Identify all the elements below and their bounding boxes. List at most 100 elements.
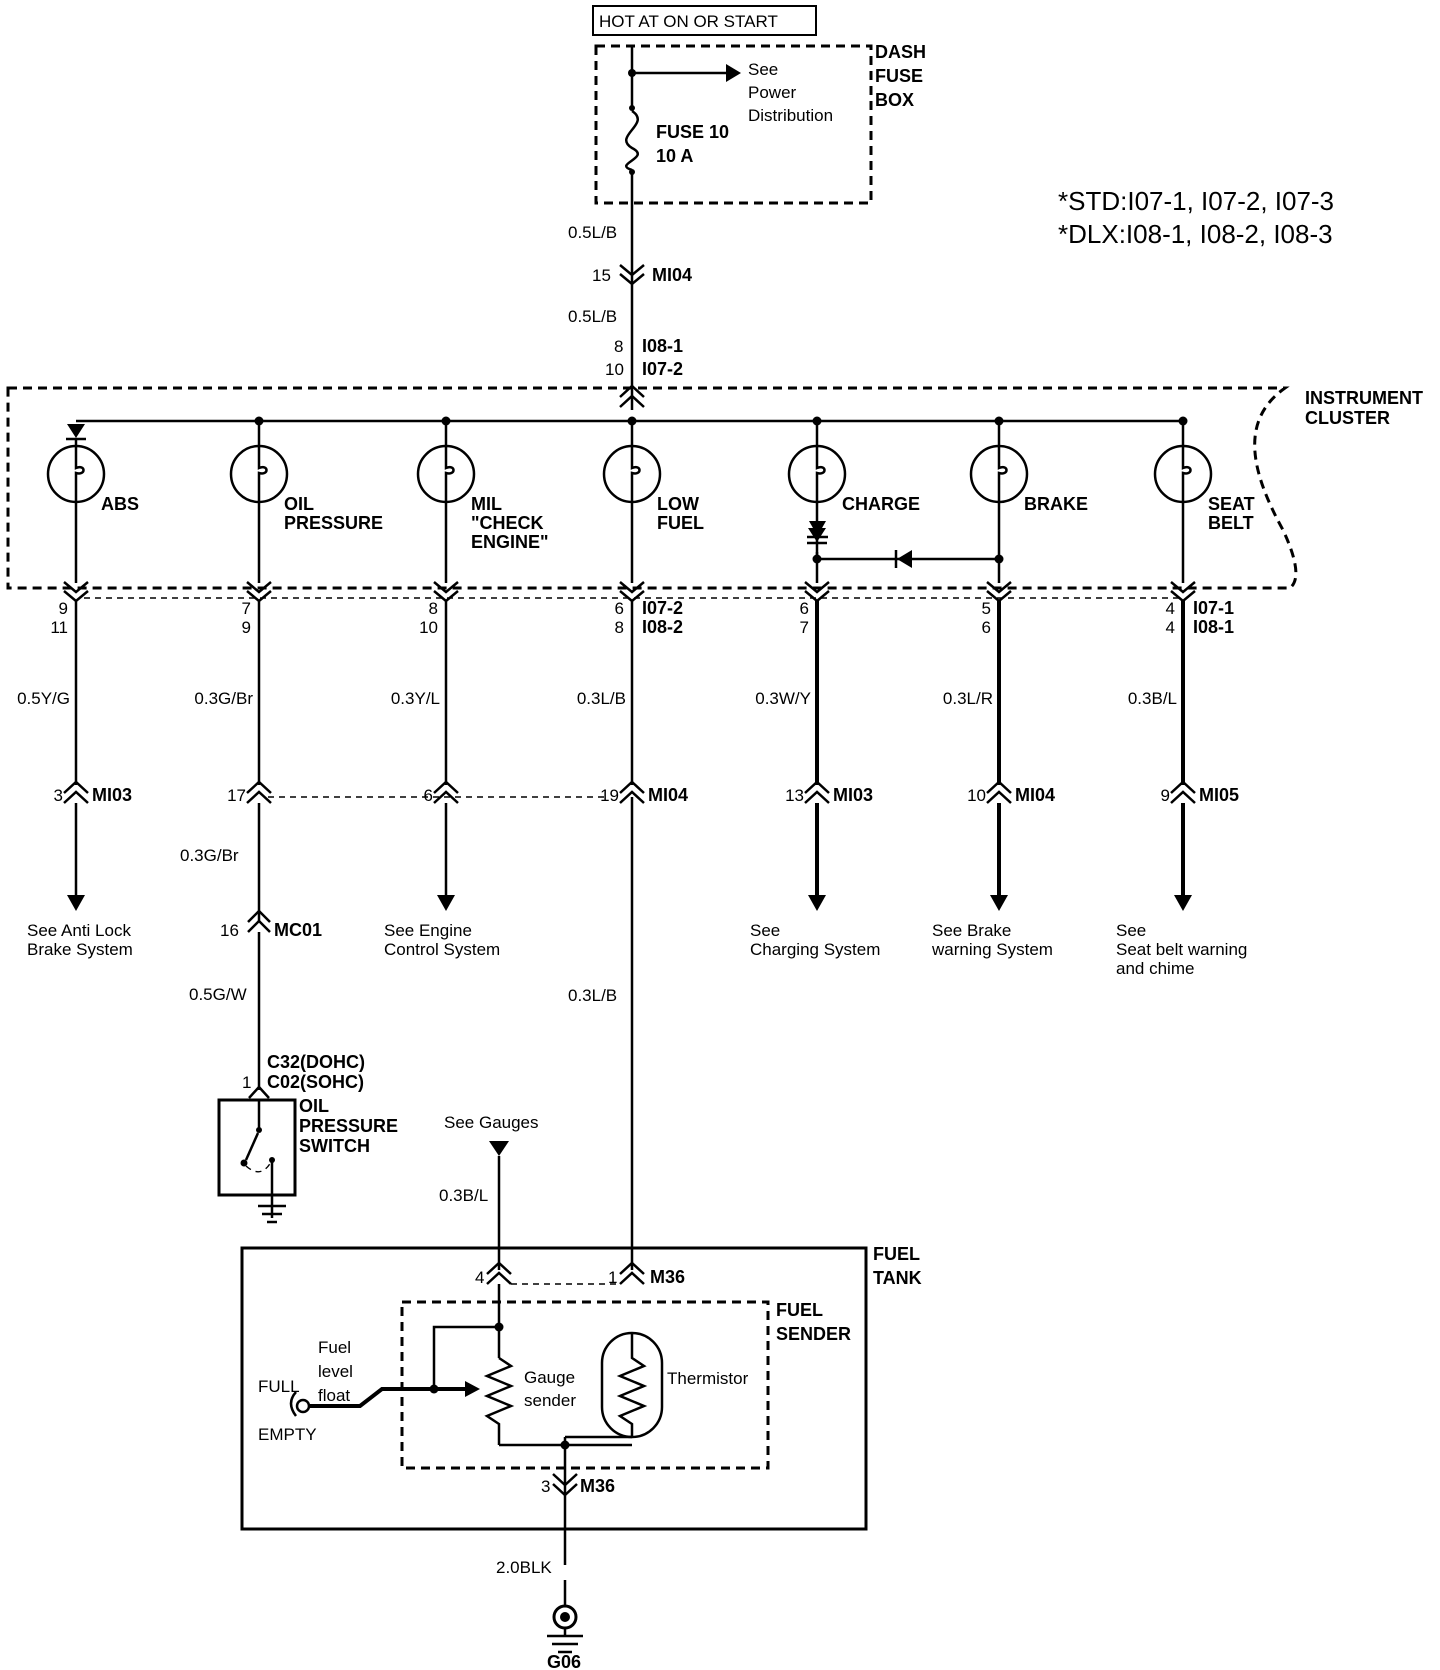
see-power-2: Power [748,83,797,102]
sender-loop-wire [432,1325,499,1389]
see-gauges: See Gauges [444,1113,539,1132]
connector-symbol [433,780,459,794]
fuel-tank-outline [240,1246,868,1531]
float-label-2: level [318,1362,353,1381]
lamp-label: ENGINE" [471,532,549,552]
mc01-connector: MC01 [274,920,322,940]
switch-contact [256,1127,262,1133]
ground-icon [547,1634,583,1654]
oil-wire-label: 0.3G/Br [180,846,239,865]
downstream-connector: MI03 [92,785,132,805]
fuse-box-label-1: DASH [875,42,926,62]
connector-symbol [552,1473,578,1487]
see-power-3: Distribution [748,106,833,125]
splice-dot [812,554,822,564]
cluster-label-2: CLUSTER [1305,408,1390,428]
switch-arm [244,1132,260,1161]
connector-label: I08-1 [1193,617,1234,637]
pin-number: 4 [1166,599,1175,618]
oil-switch-wire-label: 0.5G/W [189,985,247,1004]
connector-symbol [986,780,1012,794]
lamp-label: ABS [101,494,139,514]
wire-color-label: 0.5Y/G [17,689,70,708]
see-system-label: warning System [931,940,1053,959]
connector-symbol [804,790,830,804]
downstream-connector: MI05 [1199,785,1239,805]
ground-icon [258,1204,286,1224]
downstream-pin: 6 [424,786,433,805]
switch-contact [269,1157,275,1163]
connector-label: I07-2 [642,598,683,618]
gauge-sender-2: sender [524,1391,576,1410]
splice-dot [994,554,1004,564]
connector-symbol [1170,780,1196,794]
lamp-label: CHARGE [842,494,920,514]
sender-label-1: FUEL [776,1300,823,1320]
lamp-filament-icon [444,446,455,502]
wire-color-label: 0.3G/Br [194,689,253,708]
connector-symbol [619,780,645,794]
diode-icon [67,424,85,438]
connector-symbol [246,581,272,594]
lamp-filament-icon [997,446,1008,502]
m36-connector-b: M36 [580,1476,615,1496]
pin-number: 5 [982,599,991,618]
wire-label-0-5lb-a: 0.5L/B [568,223,617,242]
gauge-sender-1: Gauge [524,1368,575,1387]
connector-symbol [63,780,89,794]
float-empty: EMPTY [258,1425,317,1444]
see-power-1: See [748,60,778,79]
arrow-down-icon [489,1141,509,1156]
connector-symbol [619,394,645,408]
ground-label: G06 [547,1652,581,1670]
low-fuel-wire-label: 0.3L/B [568,986,617,1005]
note-dlx: *DLX:I08-1, I08-2, I08-3 [1058,219,1333,249]
switch-conn-sohc: C02(SOHC) [267,1072,364,1092]
connector-symbol [552,1483,578,1497]
pin-number: 8 [429,599,438,618]
downstream-pin: 17 [227,786,246,805]
pin-number: 11 [50,618,68,637]
float-full: FULL [258,1377,300,1396]
lamp-filament-icon [257,446,268,502]
downstream-pin: 9 [1161,786,1170,805]
power-source-label: HOT AT ON OR START [599,12,778,31]
ground-wire-label: 2.0BLK [496,1558,552,1577]
pin-number: 7 [800,618,809,637]
downstream-connector: MI03 [833,785,873,805]
pin-number: 7 [242,599,251,618]
arrow-down-icon [1174,895,1192,911]
connector-symbol [1170,581,1196,594]
fuse-icon [624,109,640,172]
connector-symbol [433,581,459,594]
downstream-pin: 3 [54,786,63,805]
pin-number: 6 [800,599,809,618]
arrow-down-icon [67,895,85,911]
lamp-label: SEAT [1208,494,1255,514]
lamp-label: LOW [657,494,699,514]
diode-icon [809,521,826,536]
downstream-connector: MI04 [648,785,688,805]
see-system-label: Charging System [750,940,880,959]
switch-label-2: PRESSURE [299,1116,398,1136]
see-system-label: Seat belt warning [1116,940,1247,959]
oil-pressure-switch-housing [217,1098,297,1197]
switch-link [245,1159,273,1173]
see-system-label: Brake System [27,940,133,959]
mi04-pin: 15 [592,266,611,285]
connector-symbol [619,273,645,286]
thermistor-label: Thermistor [667,1369,749,1388]
downstream-connector: MI04 [1015,785,1055,805]
fuse-box-label-2: FUSE [875,66,923,86]
ground-terminal-center [560,1612,570,1622]
connector-symbol [486,1271,512,1285]
tank-label-2: TANK [873,1268,922,1288]
pin-number: 6 [615,599,624,618]
pin-number: 9 [59,599,68,618]
lamp-label: MIL [471,494,502,514]
see-system-label: See [750,921,780,940]
pin-number: 6 [982,618,991,637]
note-std: *STD:I07-1, I07-2, I07-3 [1058,186,1334,216]
lamp-filament-icon [815,446,826,502]
